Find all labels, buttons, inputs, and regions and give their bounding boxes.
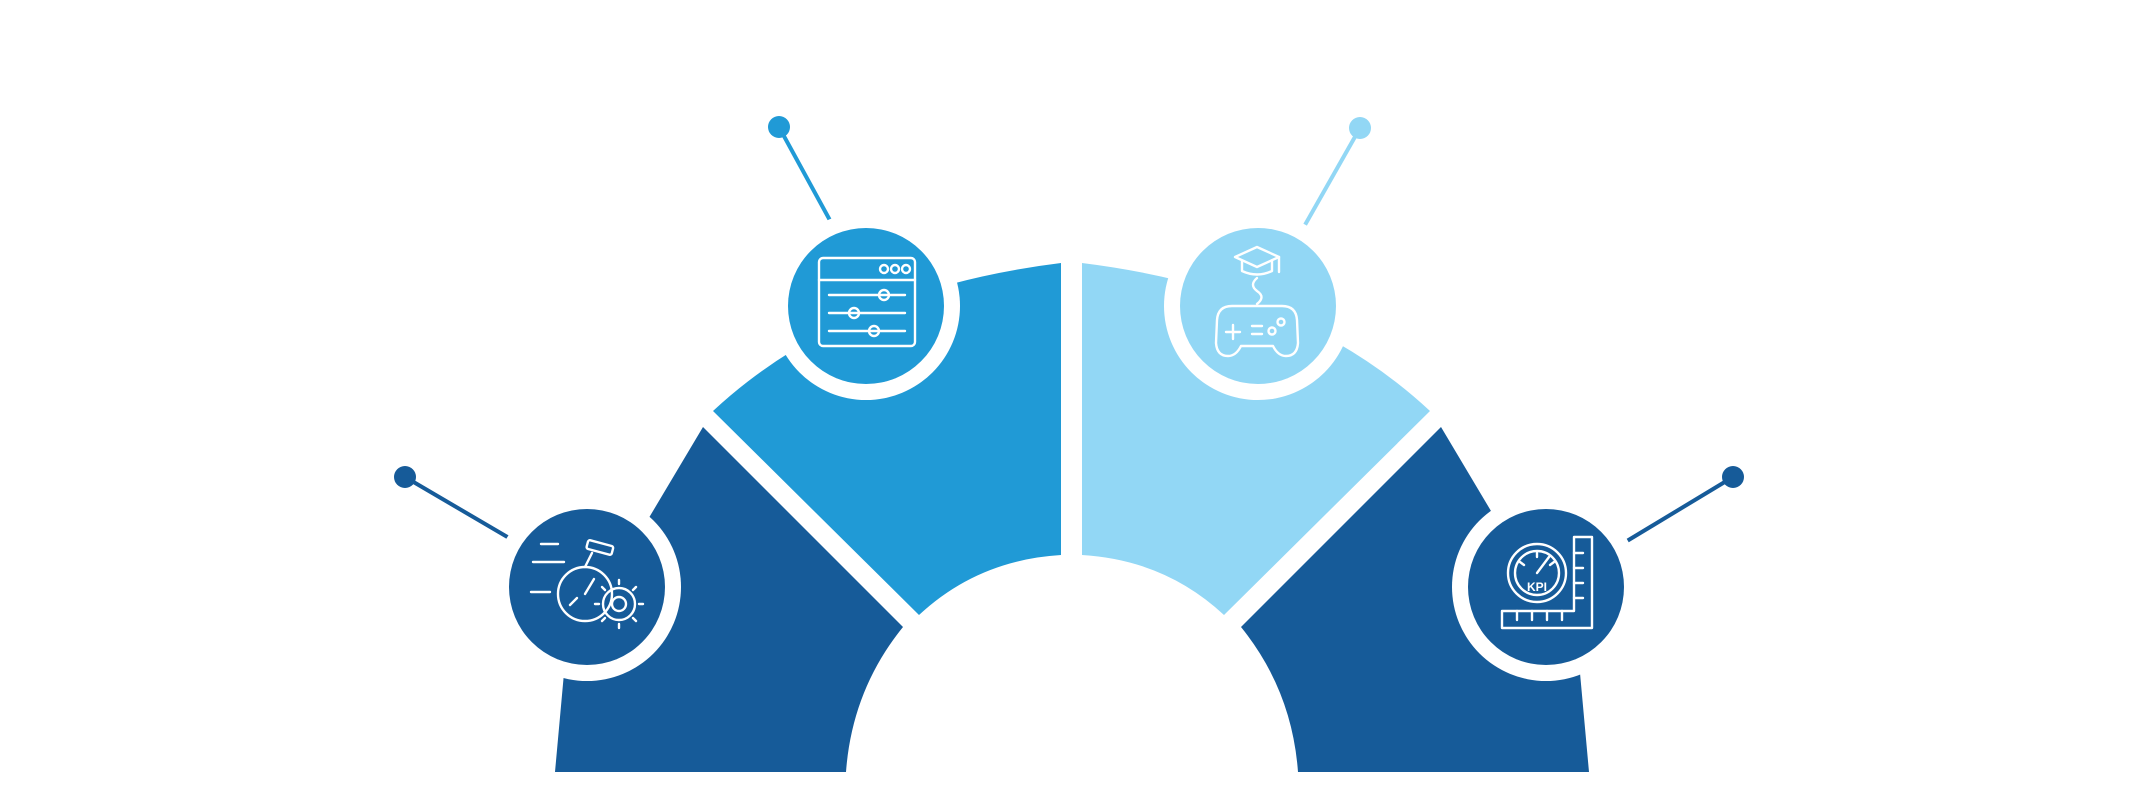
connector-dot-3 [1349, 117, 1371, 139]
connector-line-2 [777, 126, 840, 236]
segment-1 [555, 427, 903, 772]
performance-speed-gear-icon [529, 539, 645, 630]
connector-dot-2 [768, 116, 790, 138]
icon-bubble-2 [772, 212, 960, 400]
icon-bubble-3 [1164, 212, 1352, 400]
education-gamepad-icon [1214, 245, 1300, 358]
kpi-gauge-ruler-icon: KPI [1500, 535, 1594, 630]
arc-segments [555, 263, 1589, 772]
connector-line-4 [1615, 475, 1735, 549]
connector-dot-1 [394, 466, 416, 488]
icon-bubble-4: KPI [1452, 493, 1640, 681]
settings-sliders-window-icon [817, 256, 917, 348]
connector-line-3 [1295, 127, 1362, 240]
connector-line-1 [403, 475, 523, 547]
segment-4 [1241, 427, 1589, 772]
icon-bubble-1 [493, 493, 681, 681]
kpi-icon-label: KPI [1527, 580, 1547, 594]
segment-3 [1082, 263, 1430, 615]
connector-dot-4 [1722, 466, 1744, 488]
connectors [394, 116, 1744, 549]
